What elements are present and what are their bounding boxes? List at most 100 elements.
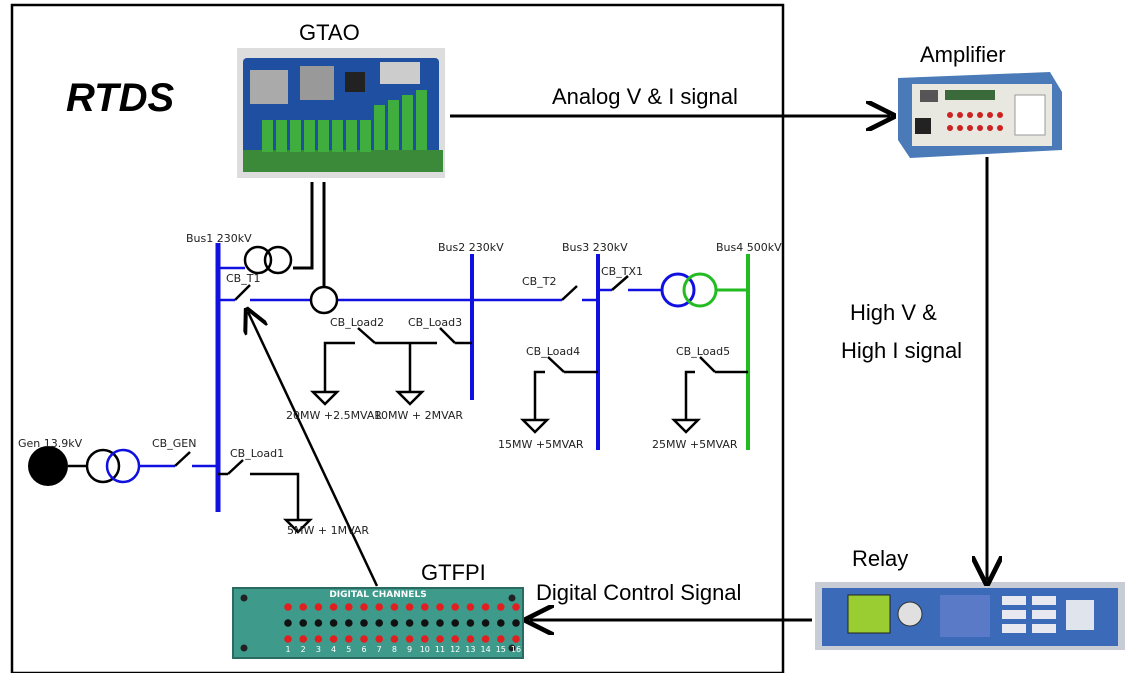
gtfpi-label: GTFPI	[421, 560, 486, 585]
channel-number: 6	[361, 645, 367, 654]
channel-dot	[451, 635, 460, 643]
channel-dot	[481, 603, 490, 611]
rtds-title: RTDS	[66, 76, 175, 120]
cb-tx1-label: CB_TX1	[601, 265, 643, 278]
cb-t1-switch	[234, 284, 251, 301]
channel-dot	[451, 603, 460, 611]
channel-dot	[284, 603, 292, 611]
channel-dot	[405, 603, 414, 611]
channel-dot	[360, 603, 368, 611]
gtfpi-control-arrow	[248, 312, 379, 587]
channel-number: 15	[495, 645, 506, 654]
cb-load4-label: CB_Load4	[526, 345, 581, 358]
channel-dot	[436, 619, 444, 627]
channel-dot	[466, 619, 475, 627]
channel-number: 8	[391, 645, 397, 654]
load5-label: 25MW +5MVAR	[652, 438, 738, 451]
load1-branch	[218, 459, 314, 534]
load4-branch	[519, 356, 598, 434]
gen-label: Gen 13.9kV	[18, 437, 83, 450]
channel-dot	[390, 635, 399, 643]
cb-load1-label: CB_Load1	[230, 447, 285, 460]
channel-dot	[421, 619, 429, 627]
analog-signal-label: Analog V & I signal	[552, 84, 738, 109]
channel-number: 2	[300, 645, 306, 654]
channel-dot	[299, 635, 308, 643]
channel-dot	[284, 635, 292, 643]
relay-unit	[815, 582, 1125, 650]
channel-dot	[512, 635, 520, 643]
channel-dot	[421, 635, 429, 643]
load2-load3-branch	[309, 327, 472, 406]
channel-dot	[314, 619, 323, 627]
channel-dot	[466, 603, 475, 611]
main-feeder	[218, 266, 662, 302]
channel-dot	[497, 619, 505, 627]
transformer-tx1	[660, 272, 696, 308]
channel-dot	[360, 635, 368, 643]
channel-dot	[497, 635, 505, 643]
load1-label: 5MW + 1MVAR	[287, 524, 370, 537]
channel-dot	[314, 635, 323, 643]
channel-dot	[329, 603, 338, 611]
channel-dot	[375, 603, 384, 611]
channel-dot	[329, 619, 338, 627]
relay-label: Relay	[852, 546, 909, 571]
channel-number: 12	[450, 645, 461, 654]
channel-dot	[345, 619, 353, 627]
channel-dot	[451, 619, 460, 627]
channel-dot	[284, 619, 292, 627]
channel-dot	[390, 619, 399, 627]
channel-number: 10	[419, 645, 430, 654]
cb-tx1-switch	[611, 275, 629, 291]
channel-dot	[299, 619, 308, 627]
cb-load3-label: CB_Load3	[408, 316, 463, 329]
channel-dot	[360, 619, 368, 627]
transformer-t1	[243, 245, 273, 275]
current-transformer	[309, 285, 339, 315]
high-signal-label-2: High I signal	[841, 338, 963, 363]
cb-load5-label: CB_Load5	[676, 345, 731, 358]
channel-dot	[512, 619, 520, 627]
channel-number: 16	[510, 645, 522, 654]
generator	[28, 446, 218, 486]
channel-dot	[436, 603, 444, 611]
channel-number: 11	[434, 645, 446, 654]
channel-number: 4	[331, 645, 337, 654]
channel-dot	[314, 603, 323, 611]
gtao-board	[237, 48, 445, 178]
channel-dot	[345, 603, 353, 611]
load5-branch	[670, 356, 748, 434]
bus3-label: Bus3 230kV	[562, 241, 628, 254]
cb-gen-label: CB_GEN	[152, 437, 197, 450]
gtfpi-panel	[232, 587, 524, 659]
channel-dot	[375, 619, 384, 627]
channel-dot	[421, 603, 429, 611]
load3-label: 10MW + 2MVAR	[374, 409, 464, 422]
load4-label: 15MW +5MVAR	[498, 438, 584, 451]
high-signal-label-1: High V &	[850, 300, 937, 325]
channel-number: 13	[465, 645, 476, 654]
gtao-label: GTAO	[299, 20, 360, 45]
channel-dot	[481, 635, 490, 643]
amplifier-unit	[898, 72, 1062, 158]
channel-dot	[512, 603, 520, 611]
gtao-wires	[293, 182, 326, 287]
bus4-label: Bus4 500kV	[716, 241, 782, 254]
channel-dot	[466, 635, 475, 643]
channel-number: 9	[407, 645, 413, 654]
cb-t2-switch	[561, 285, 578, 301]
channel-number: 5	[346, 645, 352, 654]
channel-dot	[497, 603, 505, 611]
cb-t1-label: CB_T1	[226, 272, 261, 285]
channel-dot	[329, 635, 338, 643]
channel-dot	[405, 619, 414, 627]
channel-number: 3	[315, 645, 321, 654]
digital-signal-label: Digital Control Signal	[536, 580, 742, 605]
bus1-label: Bus1 230kV	[186, 232, 252, 245]
channel-number: 14	[480, 645, 491, 654]
channel-dot	[375, 635, 384, 643]
amplifier-label: Amplifier	[920, 42, 1006, 67]
